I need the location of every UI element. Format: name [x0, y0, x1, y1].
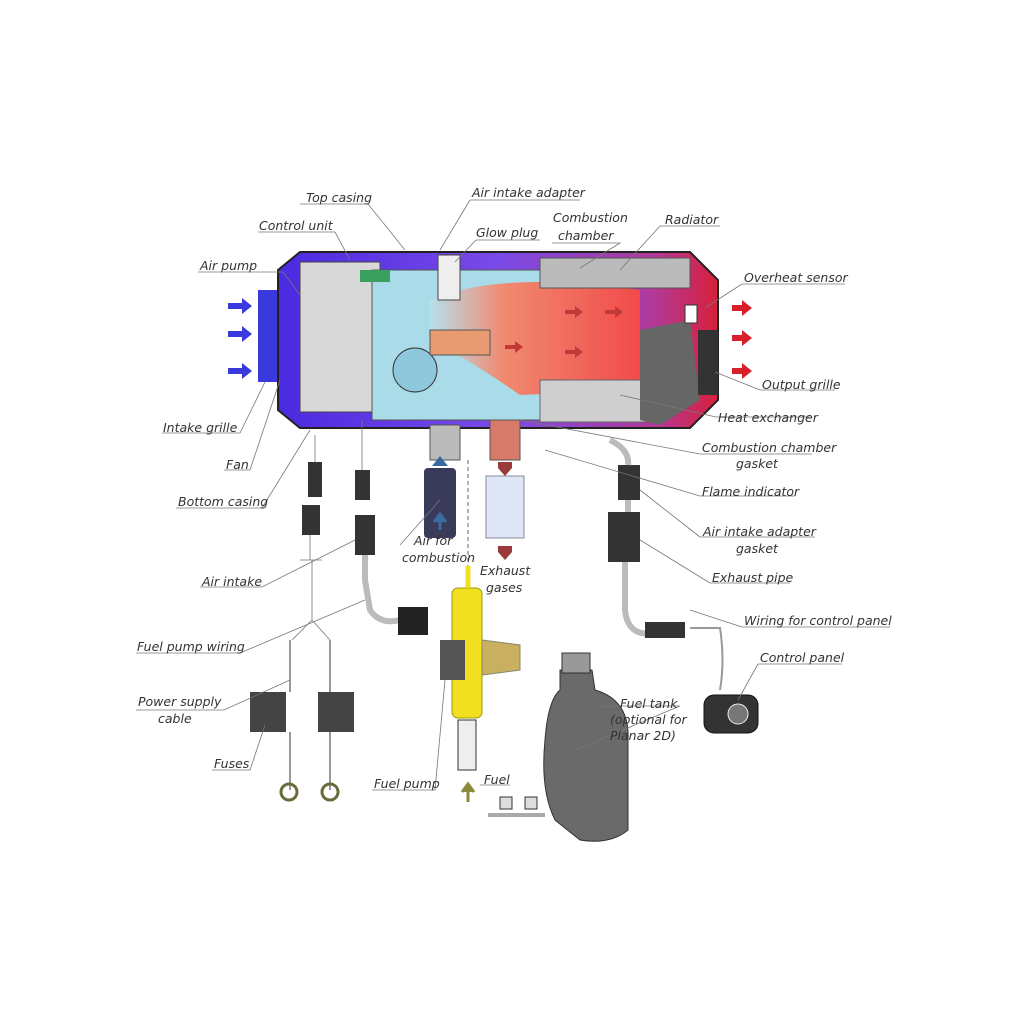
label-power-supply-2: cable [158, 711, 192, 726]
label-fan: Fan [226, 457, 249, 472]
label-fuel-pump: Fuel pump [374, 776, 440, 791]
label-overheat-sensor: Overheat sensor [744, 270, 848, 285]
label-fuel-tank-2: (optional for [610, 712, 688, 727]
label-exhaust-gases-1: Exhaust [480, 563, 531, 578]
label-heat-exchanger: Heat exchanger [718, 410, 819, 425]
control-unit-board [360, 270, 390, 282]
label-flame-indicator: Flame indicator [702, 484, 800, 499]
label-bottom-casing: Bottom casing [178, 494, 268, 509]
flow-arrows-internal [505, 306, 623, 358]
label-glow-plug: Glow plug [476, 225, 538, 240]
label-gasket-1: Combustion chamber [702, 440, 837, 455]
label-gasket-2: gasket [736, 456, 779, 471]
fuel-pump [398, 587, 521, 771]
label-power-supply-1: Power supply [138, 694, 222, 709]
exhaust-pipe-corrugated [485, 475, 525, 539]
air-pump-rotor [392, 347, 438, 393]
intake-grille [258, 290, 278, 382]
label-control-unit: Control unit [259, 218, 334, 233]
fuel-tank [543, 669, 629, 842]
label-air-intake: Air intake [201, 574, 262, 589]
glow-plug [437, 254, 461, 301]
fuses [250, 692, 354, 732]
label-adapter-gasket-1: Air intake adapter [702, 524, 817, 539]
label-air-for-combustion-2: combustion [402, 550, 475, 565]
label-adapter-gasket-2: gasket [736, 541, 779, 556]
heat-exchanger-fin [640, 320, 700, 425]
connectors [302, 462, 640, 562]
label-wiring-control-panel: Wiring for control panel [744, 613, 892, 628]
label-top-casing: Top casing [306, 190, 372, 205]
label-output-grille: Output grille [762, 377, 841, 392]
label-exhaust-gases-2: gases [486, 580, 523, 595]
fan-housing [299, 261, 381, 413]
air-intake-pipe [424, 468, 456, 538]
output-grille [698, 330, 718, 395]
label-fuel: Fuel [484, 772, 510, 787]
burner [429, 329, 491, 356]
combustion-chamber [430, 282, 640, 395]
label-fuel-tank-1: Fuel tank [620, 696, 678, 711]
cold-air-arrows [228, 298, 252, 379]
label-combustion-chamber-1: Combustion [553, 210, 628, 225]
label-combustion-chamber-2: chamber [558, 228, 614, 243]
label-fuel-pump-wiring: Fuel pump wiring [137, 639, 245, 654]
overheat-sensor [684, 304, 698, 324]
hot-air-arrows [732, 300, 752, 379]
heater-body [258, 251, 719, 461]
radiator [539, 257, 691, 289]
label-air-intake-adapter: Air intake adapter [471, 185, 586, 200]
label-intake-grille: Intake grille [163, 420, 238, 435]
label-radiator: Radiator [665, 212, 719, 227]
label-control-panel: Control panel [760, 650, 845, 665]
label-fuses: Fuses [214, 756, 250, 771]
label-air-pump: Air pump [199, 258, 257, 273]
label-exhaust-pipe: Exhaust pipe [712, 570, 794, 585]
heat-exchanger [539, 379, 651, 423]
label-air-for-combustion-1: Air for [413, 533, 453, 548]
label-fuel-tank-3: Planar 2D) [610, 728, 676, 743]
